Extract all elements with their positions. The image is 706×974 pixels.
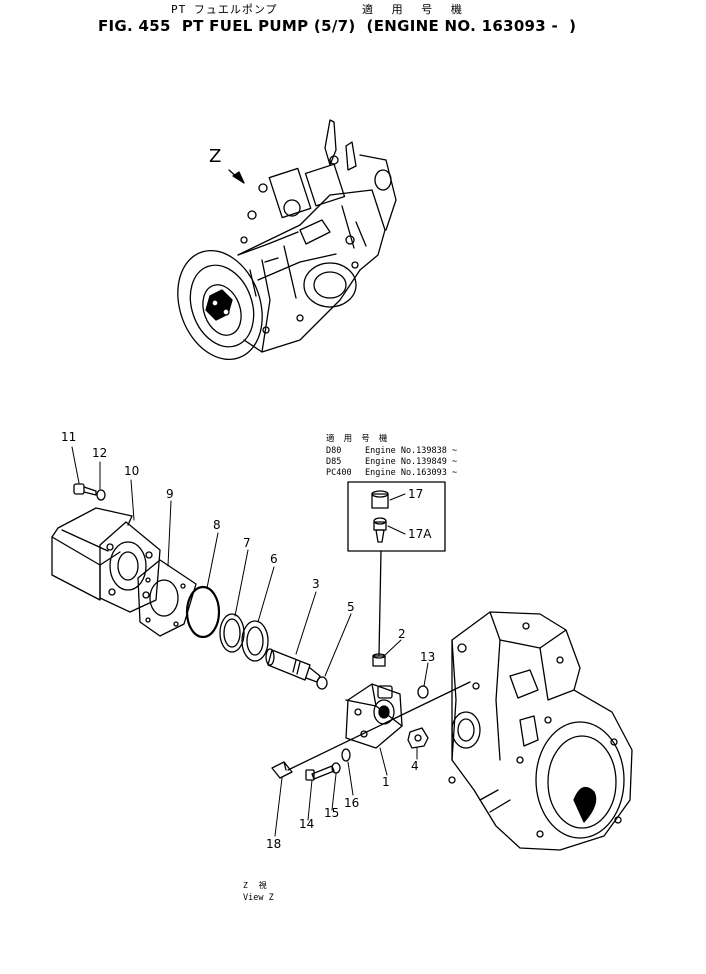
callout-13: 13: [420, 650, 436, 664]
gasket-part-9: [137, 559, 197, 637]
ring-part-6: [241, 620, 269, 662]
shaft-part-3: [265, 648, 321, 683]
view-caption-jp: Z 視: [243, 881, 270, 890]
leader-lines: [71, 446, 429, 837]
view-z-marker: Z: [209, 146, 222, 167]
gear-pump-part-10: [51, 507, 161, 613]
callout-8: 8: [213, 518, 221, 532]
callout-10: 10: [124, 464, 140, 478]
view-arrow-icon: [228, 169, 245, 184]
callout-18: 18: [266, 837, 282, 851]
washer-part-13: [417, 685, 429, 699]
callout-9: 9: [166, 487, 174, 501]
figure-title: FIG. 455 PT FUEL PUMP (5/7) (ENGINE NO. …: [98, 17, 577, 35]
ring-part-7: [219, 613, 245, 653]
bolt-part-14: [305, 765, 335, 781]
callout-17a: 17A: [408, 527, 432, 541]
callout-4: 4: [411, 759, 419, 773]
washer-part-12: [96, 489, 106, 501]
fitting-part-17a: [373, 517, 387, 543]
o-ring-part-5: [316, 676, 328, 690]
callout-2: 2: [398, 627, 406, 641]
japanese-title: PT フュエルポンプ: [171, 3, 278, 16]
callout-3: 3: [312, 577, 320, 591]
japanese-applicable-label: 適 用 号 機: [362, 3, 468, 16]
washer-part-15: [331, 762, 341, 774]
applicability-engine-d80: Engine No.139838 ~: [365, 446, 458, 456]
assembled-fuel-pump: [177, 119, 397, 361]
fitting-part-2: [372, 653, 386, 667]
applicability-heading: 適 用 号 機: [326, 434, 390, 444]
applicability-engine-pc400: Engine No.163093 ~: [365, 468, 458, 478]
washer-part-16: [341, 748, 351, 762]
callout-15: 15: [324, 806, 340, 820]
callout-14: 14: [299, 817, 315, 831]
o-ring-part-8: [185, 585, 221, 639]
applicability-model-d85: D85: [326, 457, 342, 467]
callout-17: 17: [408, 487, 424, 501]
callout-11: 11: [61, 430, 77, 444]
callout-7: 7: [243, 536, 251, 550]
nut-part-4: [407, 727, 429, 749]
callout-16: 16: [344, 796, 360, 810]
pump-housing: [448, 611, 633, 851]
callout-6: 6: [270, 552, 278, 566]
bolt-part-18: [271, 761, 293, 779]
cap-part-17: [371, 490, 389, 509]
callout-12: 12: [92, 446, 108, 460]
applicability-frame: [347, 481, 446, 552]
bolt-part-11: [73, 483, 97, 496]
callout-1: 1: [382, 775, 390, 789]
view-caption-en: View Z: [243, 893, 274, 903]
applicability-model-d80: D80: [326, 446, 342, 456]
applicability-model-pc400: PC400: [326, 468, 352, 478]
applicability-engine-d85: Engine No.139849 ~: [365, 457, 458, 467]
callout-5: 5: [347, 600, 355, 614]
